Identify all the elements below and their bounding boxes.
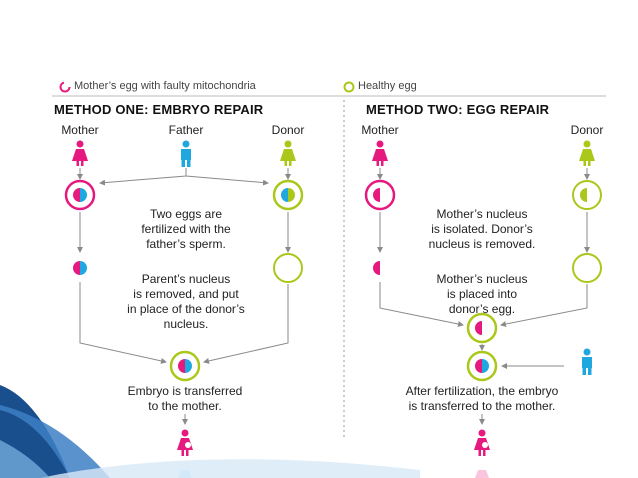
method-one-step3-text: Embryo is transferred to the mother. xyxy=(127,384,243,413)
enucleated-donor-egg xyxy=(572,253,602,283)
method-two-step3-text: After fertilization, the embryo is trans… xyxy=(405,384,559,413)
donor-empty-egg xyxy=(273,253,303,283)
mother-fertilized-egg xyxy=(64,179,96,211)
method-two-title: METHOD TWO: EGG REPAIR xyxy=(366,102,550,117)
mother-person-icon-2 xyxy=(372,140,388,166)
method-one-step2-text: Parent’s nucleus is removed, and put in … xyxy=(127,272,245,331)
method-one-mother-label: Mother xyxy=(61,123,99,137)
legend-faulty-icon xyxy=(59,81,71,93)
slide-corner-decoration xyxy=(0,385,420,478)
donor-person-icon xyxy=(280,140,296,166)
pregnant-mother-icon-2 xyxy=(474,429,490,456)
repaired-embryo xyxy=(169,350,201,382)
mother-egg xyxy=(364,179,396,211)
method-one-father-label: Father xyxy=(168,123,204,137)
method-two-donor-label: Donor xyxy=(570,123,604,137)
donor-fertilized-egg xyxy=(272,179,304,211)
legend-healthy-label: Healthy egg xyxy=(358,80,417,92)
father-person-icon-2 xyxy=(582,348,592,375)
donor-person-icon-2 xyxy=(579,140,595,166)
method-two-step1-text: Mother’s nucleus is isolated. Donor’s nu… xyxy=(428,207,536,251)
reconstructed-egg xyxy=(466,312,498,344)
donor-egg xyxy=(572,180,602,210)
mother-person-icon xyxy=(72,140,88,166)
fertilized-embryo xyxy=(466,350,498,382)
pregnant-mother-icon xyxy=(177,429,193,456)
method-one-donor-label: Donor xyxy=(271,123,305,137)
father-person-icon xyxy=(181,140,191,167)
mother-nucleus xyxy=(373,261,380,275)
parent-nucleus xyxy=(73,261,87,275)
legend-faulty-label: Mother’s egg with faulty mitochondria xyxy=(74,80,256,92)
method-two-mother-label: Mother xyxy=(361,123,399,137)
method-one-title: METHOD ONE: EMBRYO REPAIR xyxy=(54,102,264,117)
method-two-step2-text: Mother’s nucleus is placed into donor’s … xyxy=(436,272,528,316)
method-one-step1-text: Two eggs are fertilized with the father’… xyxy=(141,207,231,251)
legend-healthy-icon xyxy=(343,81,355,93)
